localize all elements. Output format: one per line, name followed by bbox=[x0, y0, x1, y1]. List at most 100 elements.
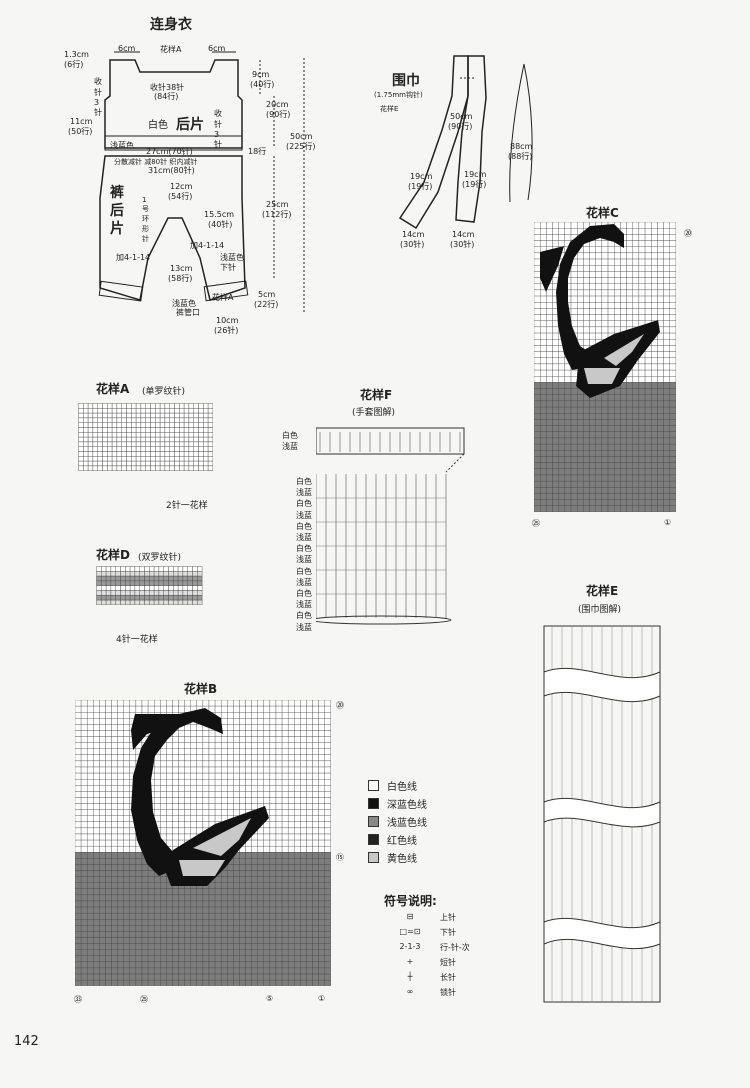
grid-cell bbox=[155, 460, 161, 467]
chart-cell bbox=[111, 967, 118, 975]
chart-cell bbox=[129, 748, 137, 755]
chart-cell bbox=[306, 979, 313, 986]
chart-cell bbox=[233, 912, 240, 920]
chart-cell bbox=[93, 705, 100, 713]
chart-cell bbox=[208, 919, 216, 926]
chart-cell bbox=[546, 406, 553, 414]
chart-cell bbox=[99, 906, 106, 914]
chart-cell bbox=[281, 718, 289, 725]
chart-cell bbox=[117, 748, 124, 755]
chart-cell bbox=[166, 809, 173, 816]
chart-cell bbox=[669, 234, 676, 241]
chart-cell bbox=[558, 388, 566, 395]
chart-cell bbox=[651, 388, 658, 395]
chart-cell bbox=[601, 425, 609, 432]
chart-cell bbox=[263, 791, 271, 798]
chart-cell bbox=[281, 888, 289, 896]
chart-cell bbox=[281, 839, 289, 847]
chart-cell bbox=[202, 979, 210, 986]
chart-cell bbox=[105, 979, 112, 986]
chart-cell bbox=[663, 351, 670, 358]
grid-cell bbox=[179, 456, 185, 462]
chart-cell bbox=[601, 450, 609, 457]
chart-cell bbox=[324, 888, 331, 896]
chart-cell bbox=[75, 700, 82, 707]
chart-cell bbox=[184, 803, 191, 810]
chart-cell bbox=[227, 730, 234, 737]
chart-cell bbox=[583, 265, 590, 272]
chart-cell bbox=[214, 961, 222, 969]
chart-cell bbox=[129, 870, 137, 877]
grid-cell bbox=[192, 590, 198, 596]
chart-cell bbox=[153, 876, 161, 883]
chart-cell bbox=[99, 925, 106, 932]
chart-cell bbox=[275, 912, 283, 920]
chart-cell bbox=[160, 815, 167, 822]
chart-cell bbox=[269, 949, 277, 956]
chart-cell bbox=[147, 967, 155, 975]
chart-cell bbox=[251, 700, 258, 707]
grid-cell bbox=[174, 446, 180, 452]
chart-cell bbox=[607, 302, 615, 309]
grid-cell bbox=[102, 422, 108, 428]
chart-cell bbox=[275, 833, 283, 841]
chart-cell bbox=[294, 748, 301, 755]
label-ring-stitch: 1号环形针 bbox=[142, 196, 149, 243]
chart-cell bbox=[534, 487, 541, 494]
chart-cell bbox=[607, 314, 615, 321]
grid-cell bbox=[126, 456, 132, 462]
chart-cell bbox=[220, 785, 228, 792]
grid-cell bbox=[187, 575, 193, 582]
chart-cell bbox=[153, 943, 161, 950]
chart-cell bbox=[202, 912, 210, 920]
grid-cell bbox=[111, 460, 118, 467]
chart-cell bbox=[539, 450, 547, 457]
grid-cell bbox=[168, 585, 174, 591]
chart-cell bbox=[245, 967, 252, 975]
chart-cell bbox=[147, 943, 155, 950]
chart-cell bbox=[552, 394, 559, 402]
chart-cell bbox=[275, 718, 283, 725]
grid-cell bbox=[78, 408, 84, 414]
chart-cell bbox=[312, 925, 319, 932]
chart-cell bbox=[614, 265, 621, 272]
chart-cell bbox=[534, 425, 541, 432]
grid-cell bbox=[193, 446, 199, 452]
grid-cell bbox=[159, 446, 166, 452]
chart-cell bbox=[227, 766, 234, 774]
grid-cell bbox=[83, 441, 89, 447]
chart-cell bbox=[87, 827, 94, 835]
chart-cell bbox=[172, 760, 179, 768]
chart-cell bbox=[300, 791, 307, 798]
chart-cell bbox=[577, 499, 584, 506]
chart-cell bbox=[263, 742, 271, 749]
chart-cell bbox=[281, 766, 289, 774]
grid-cell bbox=[96, 585, 102, 591]
chart-cell bbox=[93, 919, 100, 926]
chart-cell bbox=[539, 369, 547, 377]
chart-cell bbox=[564, 369, 572, 377]
chart-cell bbox=[257, 919, 264, 926]
chart-cell bbox=[233, 791, 240, 798]
chart-cell bbox=[651, 505, 658, 512]
chart-cell bbox=[166, 797, 173, 804]
chart-cell bbox=[105, 870, 112, 877]
swan-neck bbox=[556, 224, 624, 370]
grid-cell bbox=[110, 571, 116, 577]
chart-cell bbox=[184, 931, 191, 938]
chart-cell bbox=[570, 493, 578, 500]
chart-cell bbox=[178, 809, 185, 816]
chart-cell bbox=[312, 742, 319, 749]
grid-cell bbox=[121, 451, 127, 457]
chart-cell bbox=[552, 462, 559, 469]
chart-cell bbox=[281, 705, 289, 713]
chart-cell bbox=[251, 748, 258, 755]
chart-cell bbox=[595, 271, 603, 278]
chart-cell bbox=[87, 778, 94, 786]
chart-cell bbox=[123, 967, 130, 975]
grid-cell bbox=[121, 465, 127, 471]
dim-arm-rows: (40行) bbox=[250, 80, 275, 89]
grid-cell bbox=[153, 599, 160, 606]
chart-cell bbox=[257, 888, 264, 896]
chart-cell bbox=[552, 487, 559, 494]
